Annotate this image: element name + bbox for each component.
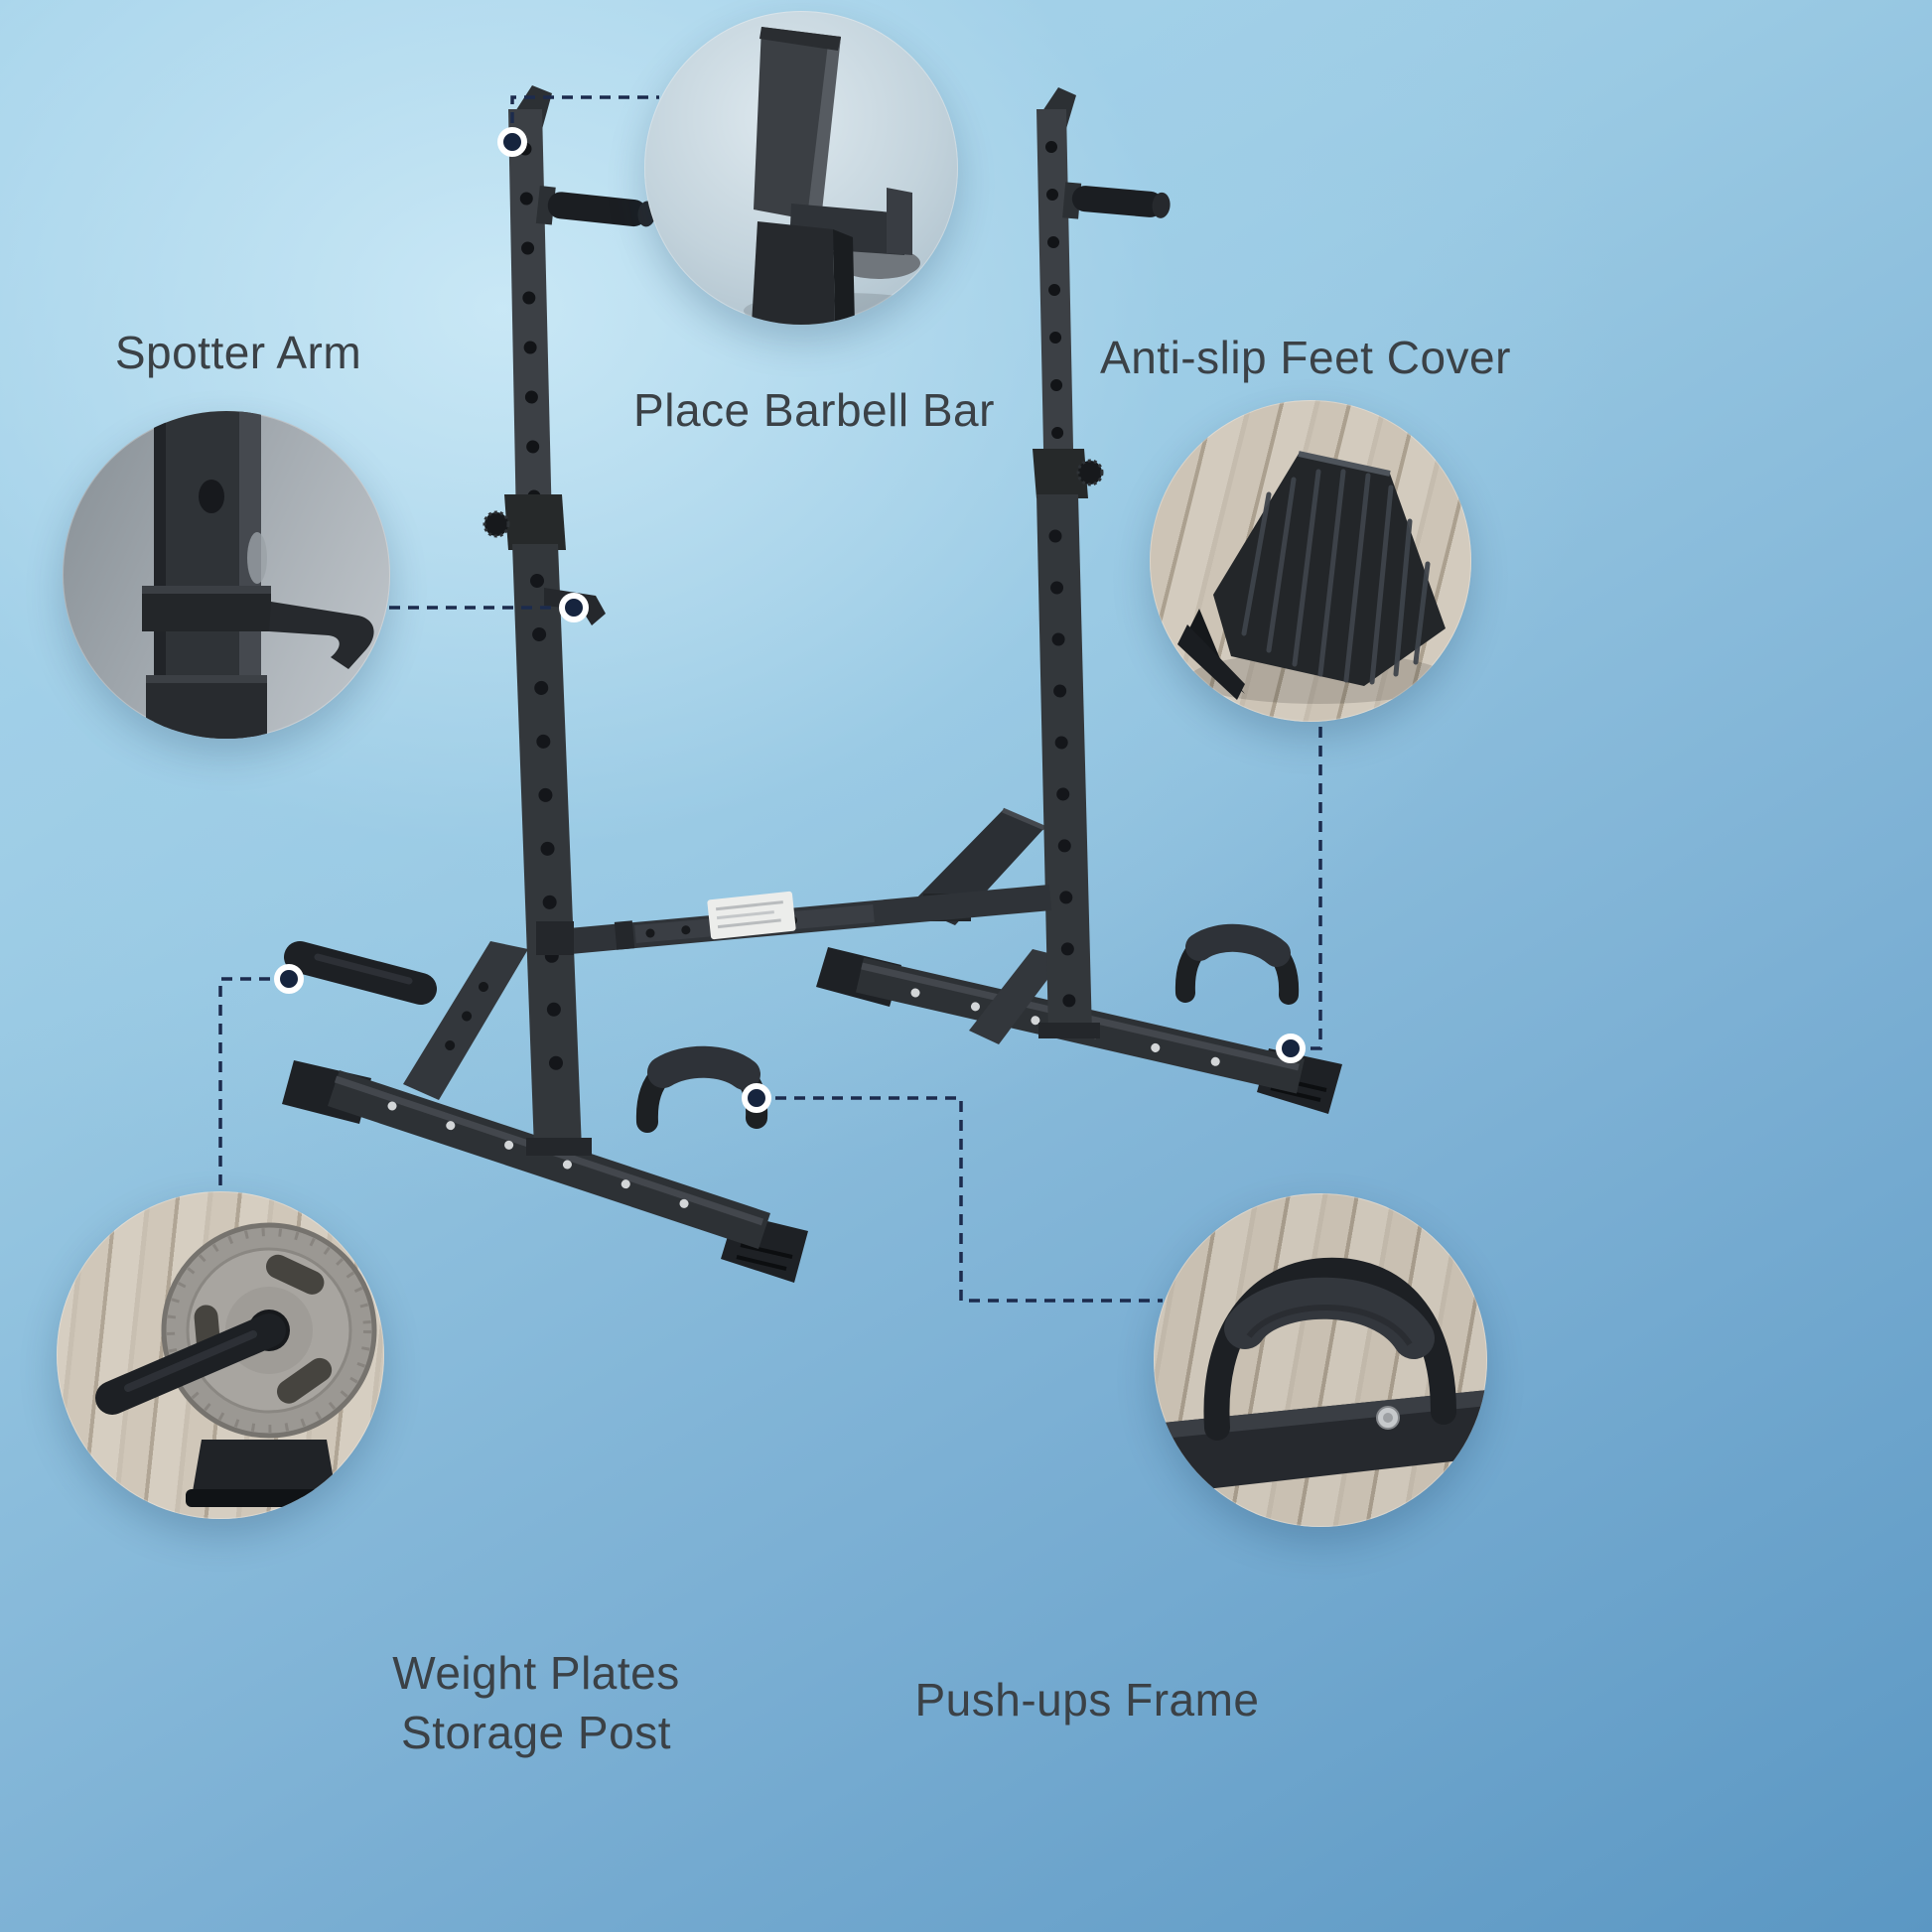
callout-circle-spotter-arm [63, 411, 390, 739]
callout-circle-place-barbell-bar [644, 11, 958, 325]
callout-label-spotter-arm: Spotter Arm [40, 323, 437, 382]
callout-label-weight-plates-storage-post: Weight Plates Storage Post [338, 1643, 735, 1762]
front-push-up-handle [635, 1045, 768, 1133]
leader-place-barbell [510, 95, 659, 142]
leader-weight-storage [218, 977, 289, 1189]
callout-label-anti-slip-feet-cover: Anti-slip Feet Cover [1067, 328, 1544, 387]
label-text: Place Barbell Bar [633, 384, 995, 436]
crossbar-label-sticker [707, 891, 796, 940]
leader-lines [218, 95, 1322, 1303]
leader-push-ups [757, 1096, 1163, 1303]
callout-circle-push-up-frame [1154, 1193, 1487, 1527]
crossbar [546, 885, 1052, 956]
anchor-dot-spotter [559, 593, 589, 622]
weight-storage-post [284, 941, 437, 1005]
label-text-line2: Storage Post [401, 1707, 671, 1758]
label-text: Spotter Arm [114, 327, 362, 378]
push-up-handle-closeup [1154, 1257, 1487, 1495]
leader-anti-slip [1303, 727, 1322, 1050]
label-text-line1: Weight Plates [392, 1647, 680, 1699]
anchor-dots [274, 127, 1306, 1113]
callout-circle-weight-plate-post [57, 1191, 384, 1519]
spotter-arm-closeup [142, 411, 374, 739]
callout-label-push-ups-frame: Push-ups Frame [854, 1670, 1320, 1729]
weight-plate-closeup [95, 1222, 377, 1507]
callout-label-place-barbell-bar: Place Barbell Bar [596, 380, 1033, 440]
left-upright [483, 85, 656, 1156]
right-push-up-handle [1174, 923, 1300, 1005]
callout-circle-anti-slip-foot [1150, 400, 1471, 722]
anchor-dot-pushup [742, 1083, 771, 1113]
anti-slip-foot-closeup [1177, 451, 1448, 704]
anchor-dot-barbell [497, 127, 527, 157]
j-hook-closeup [744, 27, 942, 325]
anchor-dot-foot [1276, 1034, 1306, 1063]
label-text: Anti-slip Feet Cover [1100, 332, 1511, 383]
anchor-dot-storage [274, 964, 304, 994]
label-text: Push-ups Frame [914, 1674, 1260, 1725]
left-base [282, 941, 808, 1283]
